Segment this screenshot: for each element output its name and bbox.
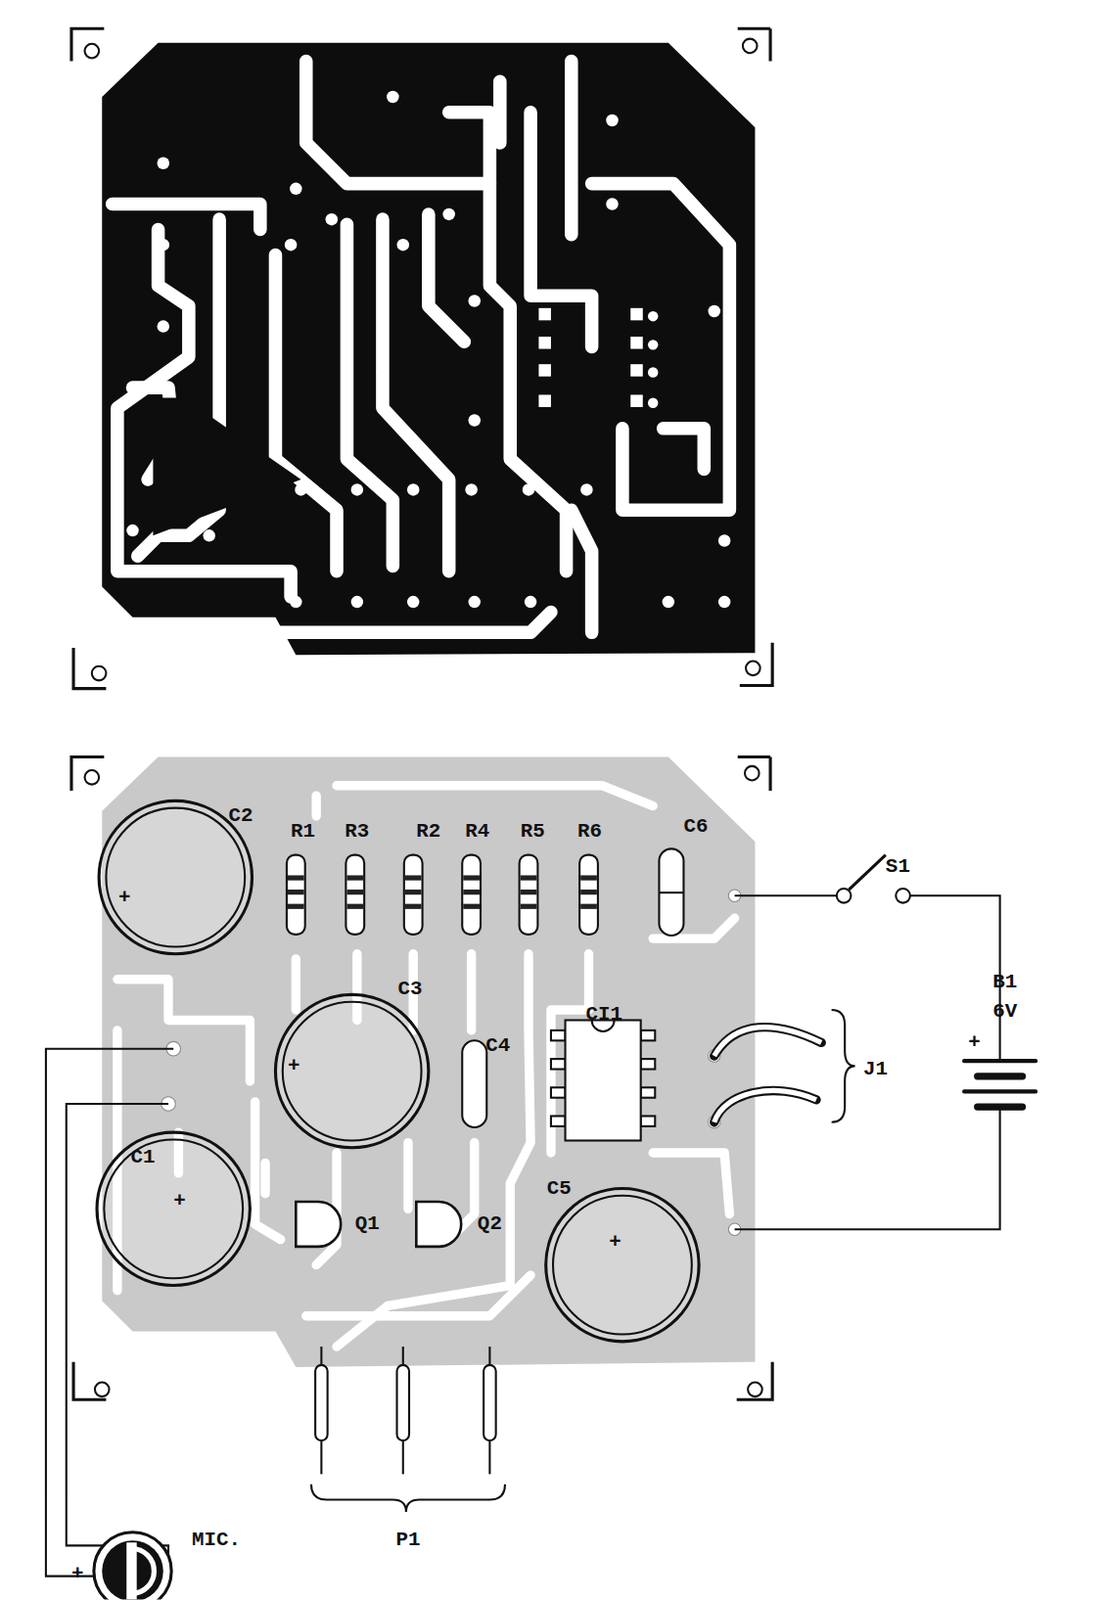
part-label: Q1 (355, 1214, 380, 1236)
polarity-mark: + (173, 1192, 186, 1213)
part-label: R1 (290, 821, 316, 842)
polarity-mark: + (71, 1564, 85, 1585)
part-label: C1 (130, 1148, 155, 1169)
part-label: P1 (395, 1530, 420, 1552)
potentiometer-pins (315, 1346, 497, 1474)
polarity-mark: + (967, 1032, 981, 1054)
part-label: C2 (229, 806, 254, 828)
part-label: Q2 (477, 1214, 503, 1236)
part-label: R4 (464, 821, 490, 842)
polarity-mark: + (608, 1232, 622, 1253)
part-label: C3 (398, 979, 423, 1001)
copper-side (101, 43, 755, 655)
part-label: J1 (863, 1058, 888, 1080)
part-label: C6 (683, 816, 708, 837)
part-label: 6V (992, 1002, 1017, 1023)
part-label: R2 (415, 821, 441, 842)
ic-chip (551, 1019, 655, 1141)
part-label: B1 (992, 971, 1017, 993)
part-label: CI1 (585, 1005, 623, 1026)
capacitors-electrolytic (96, 800, 699, 1342)
resistors (286, 855, 599, 935)
wires (46, 855, 1001, 1577)
polarity-mark: + (287, 1056, 301, 1077)
component-side (46, 757, 1036, 1600)
part-label: MIC. (191, 1530, 241, 1552)
transistors (295, 1201, 461, 1247)
part-label: S1 (885, 857, 911, 878)
part-label: R3 (344, 821, 369, 842)
part-label: C5 (547, 1178, 572, 1199)
microphone (93, 1532, 172, 1600)
battery-symbol (964, 1060, 1036, 1107)
polarity-mark: + (118, 887, 132, 909)
part-label: R5 (520, 821, 546, 842)
corner-marks (71, 28, 773, 1400)
part-label: C4 (485, 1035, 510, 1057)
part-label: R6 (577, 821, 602, 842)
